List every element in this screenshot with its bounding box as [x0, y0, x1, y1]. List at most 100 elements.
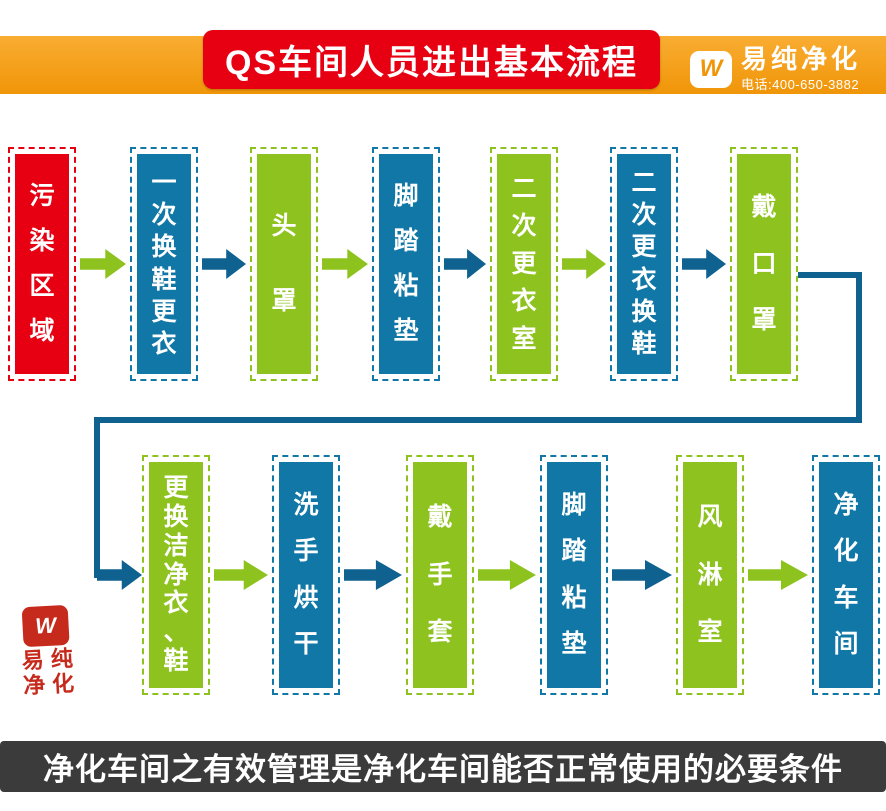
flow-step-label: 头 — [271, 212, 297, 240]
page-title: QS车间人员进出基本流程 — [224, 44, 639, 82]
flow-step-label: 风 — [697, 502, 723, 531]
flow-step-label: 间 — [833, 629, 859, 658]
flow-step: 污染区域 — [8, 147, 76, 381]
flow-step-label: 次 — [151, 201, 177, 230]
flow-step-label: 戴 — [427, 502, 453, 531]
flow-step-label: 更 — [511, 249, 537, 278]
flow-step-fill: 戴手套 — [413, 462, 467, 688]
seal-character: 净 — [22, 672, 46, 700]
connector-line-segment — [856, 272, 862, 423]
brand-logo-icon: W — [690, 50, 732, 88]
flow-step-label: 室 — [697, 618, 723, 647]
seal-logo: W 易纯净化 — [12, 604, 83, 700]
flow-step: 净化车间 — [812, 455, 880, 695]
flow-step-label: 脚 — [561, 491, 587, 520]
flow-step: 戴口罩 — [730, 147, 798, 381]
connector-line-segment — [94, 417, 862, 423]
flow-arrow-icon — [444, 249, 486, 279]
flow-step: 二次更衣室 — [490, 147, 558, 381]
flow-step-label: 踏 — [393, 227, 419, 255]
flow-step: 洗手烘干 — [272, 455, 340, 695]
flow-arrow-icon — [612, 560, 672, 590]
flow-arrow-icon — [344, 560, 402, 590]
brand-block: W 易纯净化 电话:400-650-3882 — [690, 45, 876, 93]
flow-step: 戴手套 — [406, 455, 474, 695]
flow-step-label: 衣 — [163, 589, 189, 618]
brand-name: 易纯净化 — [741, 44, 862, 75]
flow-step-label: 衣 — [511, 287, 537, 315]
flow-step-label: 踏 — [561, 537, 587, 566]
flow-step-label: 、 — [163, 618, 189, 647]
flow-step-fill: 头罩 — [257, 154, 311, 374]
flow-step-fill: 二次更衣室 — [497, 154, 551, 374]
flow-step-label: 区 — [29, 272, 55, 300]
flow-step-label: 手 — [427, 560, 453, 589]
flow-step: 风淋室 — [676, 455, 744, 695]
flow-step-label: 鞋 — [151, 265, 177, 294]
flow-arrow-icon — [214, 560, 268, 590]
flow-step-fill: 污染区域 — [15, 154, 69, 374]
flow-step-label: 手 — [293, 537, 319, 566]
flow-arrow-icon — [748, 560, 808, 590]
flow-arrow-icon — [478, 560, 536, 590]
flow-step-fill: 风淋室 — [683, 462, 737, 688]
flow-step-fill: 净化车间 — [819, 462, 873, 688]
flow-step-label: 更 — [163, 473, 189, 502]
flow-step-label: 次 — [631, 201, 657, 230]
flow-step-label: 换 — [631, 297, 657, 326]
flow-step-fill: 脚踏粘垫 — [379, 154, 433, 374]
flow-arrow-icon — [202, 249, 246, 279]
flow-step-label: 次 — [511, 212, 537, 240]
flow-step-label: 垫 — [393, 317, 419, 345]
flow-arrow-icon — [80, 249, 126, 279]
flow-step-label: 戴 — [751, 193, 777, 222]
seal-character: 化 — [51, 670, 75, 699]
flow-step-label: 脚 — [393, 182, 419, 210]
connector-line-segment — [94, 417, 100, 578]
brand-text: 易纯净化 电话:400-650-3882 — [741, 45, 861, 92]
flow-arrow-icon — [322, 249, 368, 279]
flow-step-label: 罩 — [751, 305, 777, 334]
seal-characters: 易纯净化 — [18, 646, 79, 700]
flow-step-label: 一 — [151, 169, 177, 198]
title-plate: QS车间人员进出基本流程 — [203, 30, 660, 89]
flow-step-fill: 二次更衣换鞋 — [617, 154, 671, 374]
flow-step-label: 衣 — [631, 265, 657, 294]
flow-step-label: 净 — [833, 491, 859, 520]
flow-step-label: 粘 — [561, 583, 587, 612]
flow-step-fill: 洗手烘干 — [279, 462, 333, 688]
flow-step-label: 换 — [151, 233, 177, 262]
connector-line-segment — [798, 272, 862, 278]
flow-step-fill: 戴口罩 — [737, 154, 791, 374]
flow-step-label: 淋 — [697, 560, 723, 589]
flow-step-label: 口 — [751, 249, 777, 278]
flow-step-label: 鞋 — [163, 647, 189, 676]
flow-step: 脚踏粘垫 — [372, 147, 440, 381]
flow-step-fill: 更换洁净衣、鞋 — [149, 462, 203, 688]
flow-step-fill: 一次换鞋更衣 — [137, 154, 191, 374]
flow-step-label: 衣 — [151, 329, 177, 358]
flow-step: 脚踏粘垫 — [540, 455, 608, 695]
flow-step-label: 垫 — [561, 629, 587, 658]
flow-step-label: 域 — [29, 317, 55, 345]
flow-step-label: 洁 — [163, 531, 189, 560]
flow-step-fill: 脚踏粘垫 — [547, 462, 601, 688]
flow-step-label: 污 — [29, 182, 55, 210]
flow-step-label: 染 — [29, 227, 55, 255]
flow-step-label: 更 — [631, 233, 657, 262]
flow-arrow-icon — [562, 249, 606, 279]
flow-step-label: 换 — [163, 502, 189, 531]
flow-step-label: 干 — [293, 629, 319, 658]
seal-character: 易 — [21, 647, 45, 675]
flow-step-label: 套 — [427, 618, 453, 647]
flow-step-label: 粘 — [393, 272, 419, 300]
flow-arrow-icon — [682, 249, 726, 279]
flow-step-label: 化 — [833, 537, 859, 566]
seal-character: 纯 — [50, 645, 74, 673]
flow-step-label: 鞋 — [631, 329, 657, 358]
flow-step-label: 更 — [151, 297, 177, 326]
flow-step-label: 车 — [833, 583, 859, 612]
flow-step-label: 二 — [511, 174, 537, 203]
flow-step: 一次换鞋更衣 — [130, 147, 198, 381]
